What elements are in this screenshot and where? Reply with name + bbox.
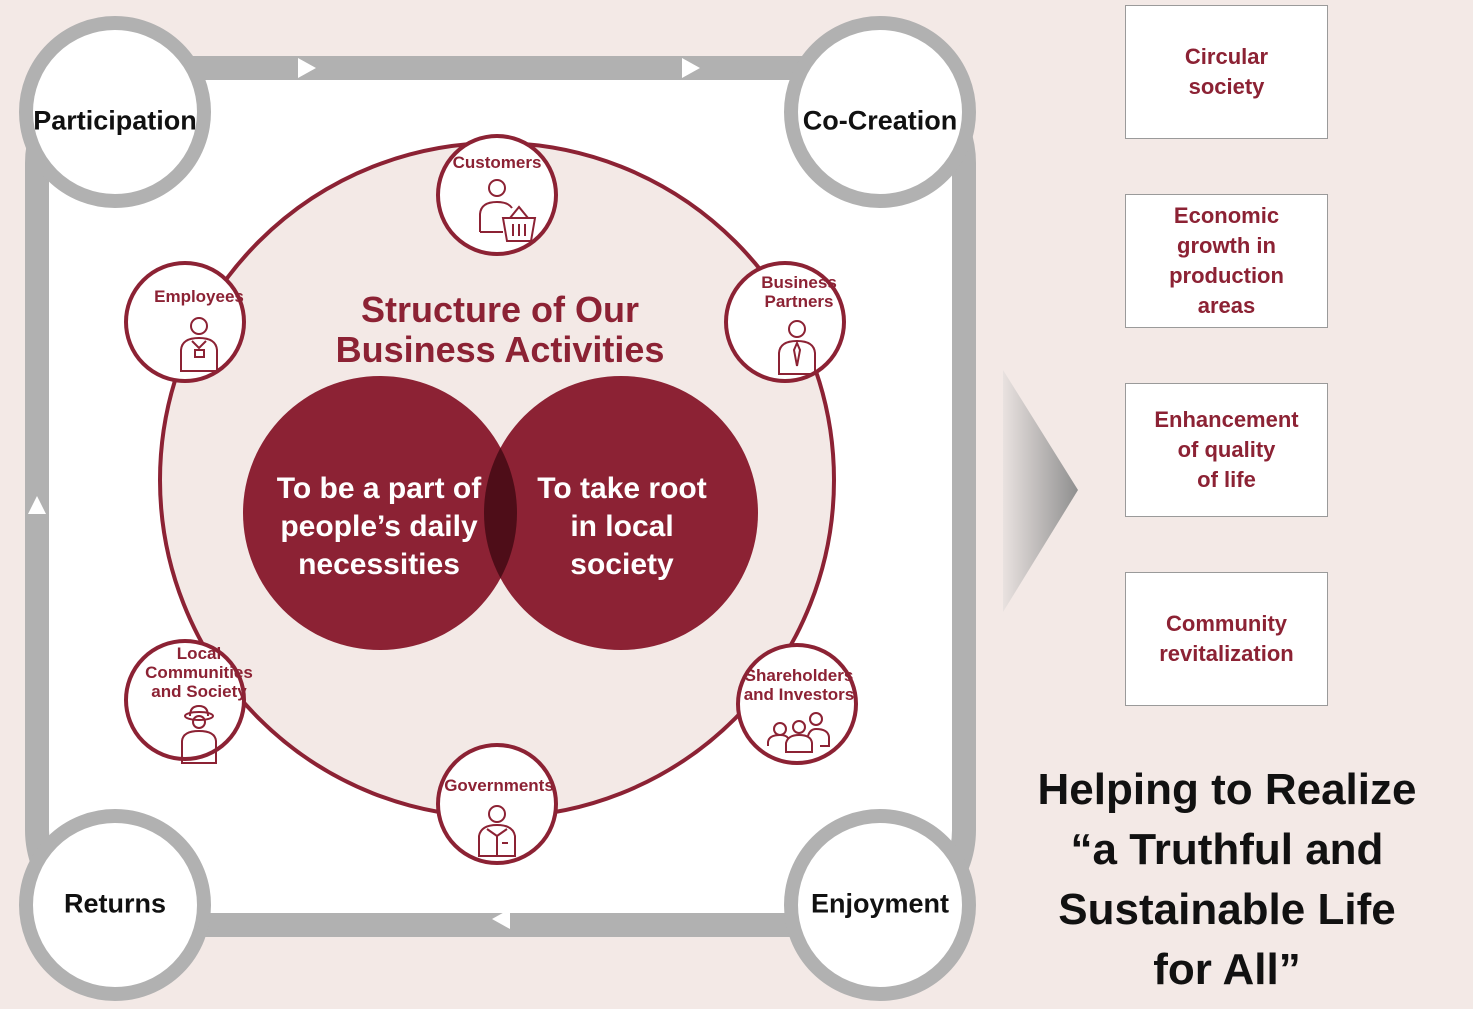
corner-label-co-creation: Co-Creation (802, 105, 958, 136)
outcome-box-community-revitalization: Community revitalization (1125, 572, 1328, 706)
venn-circle-left (243, 376, 517, 650)
node-label-employees: Employees (134, 287, 264, 306)
node-label-business-partners: Business Partners (734, 273, 864, 311)
corner-circle-enjoyment (784, 809, 976, 1001)
customer-basket-icon (479, 179, 537, 242)
node-label-line: Shareholders (744, 666, 854, 685)
outcome-box-circular-society: Circular society (1125, 5, 1328, 139)
venn-right-text: To take root in local society (497, 470, 747, 584)
node-circle-governments (436, 743, 558, 865)
venn-text-line: in local (570, 510, 674, 543)
venn-text-line: To be a part of (276, 472, 482, 505)
node-label-line: Business (761, 273, 837, 292)
outcome-box-economic-growth: Economic growth in production areas (1125, 194, 1328, 328)
node-label-line: and Society (151, 682, 247, 701)
cycle-arrow-up (28, 496, 46, 514)
employee-badge-icon (180, 317, 218, 372)
node-label-line: Employees (154, 287, 244, 306)
outcome-text: Enhancement of quality of life (1137, 405, 1317, 495)
venn-text-line: society (570, 548, 674, 581)
node-label-line: Governments (444, 776, 554, 795)
corner-circle-co-creation (784, 16, 976, 208)
node-label-governments: Governments (434, 776, 564, 795)
node-label-line: Customers (452, 153, 542, 172)
outcome-text: Economic growth in production areas (1137, 201, 1317, 321)
venn-text-line: people’s daily (280, 510, 478, 543)
node-label-customers: Customers (432, 153, 562, 172)
node-label-shareholders: Shareholders and Investors (734, 666, 864, 704)
result-arrow (1003, 370, 1078, 612)
outcome-text: Circular society (1137, 42, 1317, 102)
outcome-line: society (1188, 74, 1265, 99)
slogan-line: Helping to Realize (1037, 765, 1417, 814)
outcome-line: revitalization (1159, 641, 1294, 666)
corner-circle-participation (19, 16, 211, 208)
outcome-line: of quality (1177, 437, 1276, 462)
venn-left-text: To be a part of people’s daily necessiti… (254, 470, 504, 584)
business-partner-icon (778, 320, 816, 375)
venn-circle-right (484, 376, 758, 650)
investors-group-icon (767, 712, 830, 753)
structure-title-line: Business Activities (335, 329, 665, 370)
node-label-local-communities: Local Communities and Society (134, 644, 264, 701)
corner-circle-returns (19, 809, 211, 1001)
corner-label-returns: Returns (63, 888, 166, 919)
venn-text-line: To take root (537, 472, 707, 505)
outcome-line: of life (1197, 467, 1256, 492)
cycle-arrow-right-2 (682, 58, 700, 78)
outcome-text: Community revitalization (1137, 609, 1317, 669)
cycle-arrow-left (492, 909, 510, 929)
node-label-line: Local (176, 644, 222, 663)
node-label-line: Partners (764, 292, 834, 311)
outcome-line: production (1169, 263, 1284, 288)
node-circle-employees (124, 261, 246, 383)
outcome-line: Community (1166, 611, 1287, 636)
node-circle-shareholders (736, 643, 858, 765)
node-label-line: Communities (145, 663, 253, 682)
node-circle-local-communities (124, 639, 246, 761)
slogan: Helping to Realize “a Truthful and Susta… (987, 760, 1467, 1000)
slogan-line: “a Truthful and (1070, 825, 1384, 874)
structure-title: Structure of Our Business Activities (290, 290, 710, 370)
outcome-line: Circular (1184, 44, 1269, 69)
corner-label-participation: Participation (33, 105, 197, 136)
outcome-line: growth in (1177, 233, 1276, 258)
outcome-line: Economic (1173, 203, 1280, 228)
venn-text-line: necessities (298, 548, 460, 581)
outcome-line: areas (1197, 293, 1256, 318)
outcome-box-quality-of-life: Enhancement of quality of life (1125, 383, 1328, 517)
cycle-arrow-right-1 (298, 58, 316, 78)
slogan-line: Sustainable Life (1058, 885, 1396, 934)
government-official-icon (478, 805, 516, 857)
community-person-icon (181, 704, 217, 764)
outcome-line: Enhancement (1154, 407, 1299, 432)
slogan-line: for All” (1153, 945, 1301, 994)
corner-label-enjoyment: Enjoyment (810, 888, 950, 919)
node-label-line: and Investors (743, 685, 855, 704)
structure-title-line: Structure of Our (360, 289, 639, 330)
